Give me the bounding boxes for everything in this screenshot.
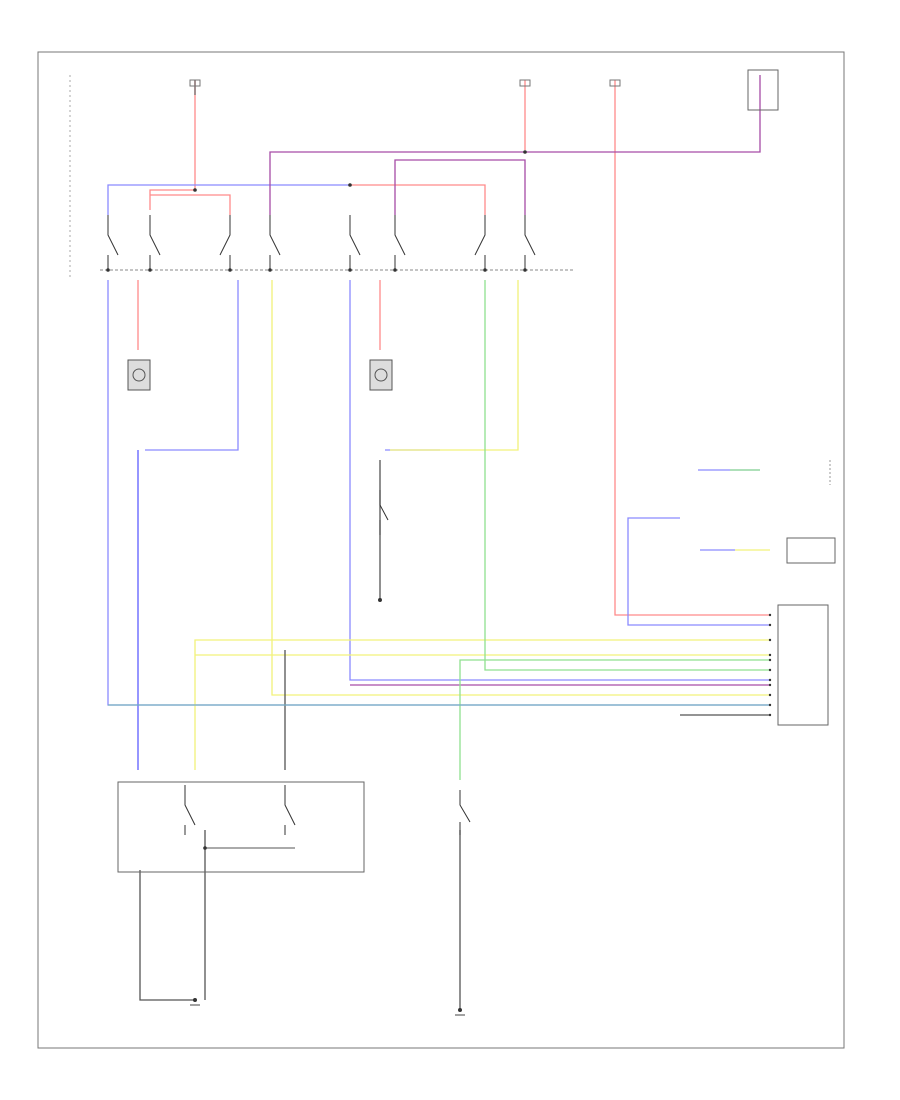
wire-red-fuse-left	[149, 80, 196, 210]
wire-green-lower	[459, 659, 770, 780]
wire-red-switch-top	[150, 194, 231, 215]
wire-yellow-loop	[194, 639, 770, 770]
wire-yellow-driver	[271, 280, 770, 696]
wire-red-right-feed	[614, 80, 770, 616]
ground-left	[190, 998, 200, 1006]
wire-blue-passenger	[349, 280, 770, 681]
fuse-feed-left	[189, 79, 201, 95]
wire-red-passenger	[350, 184, 486, 215]
wire-yellow-passenger	[390, 280, 519, 451]
switch-junction-dots	[106, 150, 527, 272]
wire-green-upper	[484, 280, 770, 671]
fuse-feed-right	[609, 79, 621, 87]
circuit-breaker-box	[747, 69, 779, 111]
body-control-module	[768, 604, 829, 726]
ground-passenger	[378, 598, 382, 602]
connector-pins	[768, 613, 772, 717]
switch-row	[100, 150, 575, 272]
passenger-switch-lower	[379, 490, 389, 535]
fuse-feed-center	[519, 79, 531, 87]
driver-window-motor	[127, 359, 151, 391]
wire-purple-mid	[394, 159, 526, 215]
wire-blue-autoreverse	[627, 517, 770, 626]
master-switch-assembly	[117, 781, 365, 873]
wire-blue-left-down	[107, 280, 770, 706]
anti-theft-module	[700, 537, 836, 564]
diagram-frame	[37, 51, 845, 1049]
auto-reverse-sensor	[698, 460, 831, 485]
wire-blue-driver-return	[145, 280, 239, 451]
door-lock-switch	[459, 790, 471, 835]
wire-purple-top	[269, 75, 761, 215]
wire-gray-ground-left	[139, 870, 195, 1001]
passenger-window-motor	[369, 359, 393, 391]
wire-blue-top-bus	[107, 184, 350, 215]
ground-right	[455, 1008, 465, 1016]
